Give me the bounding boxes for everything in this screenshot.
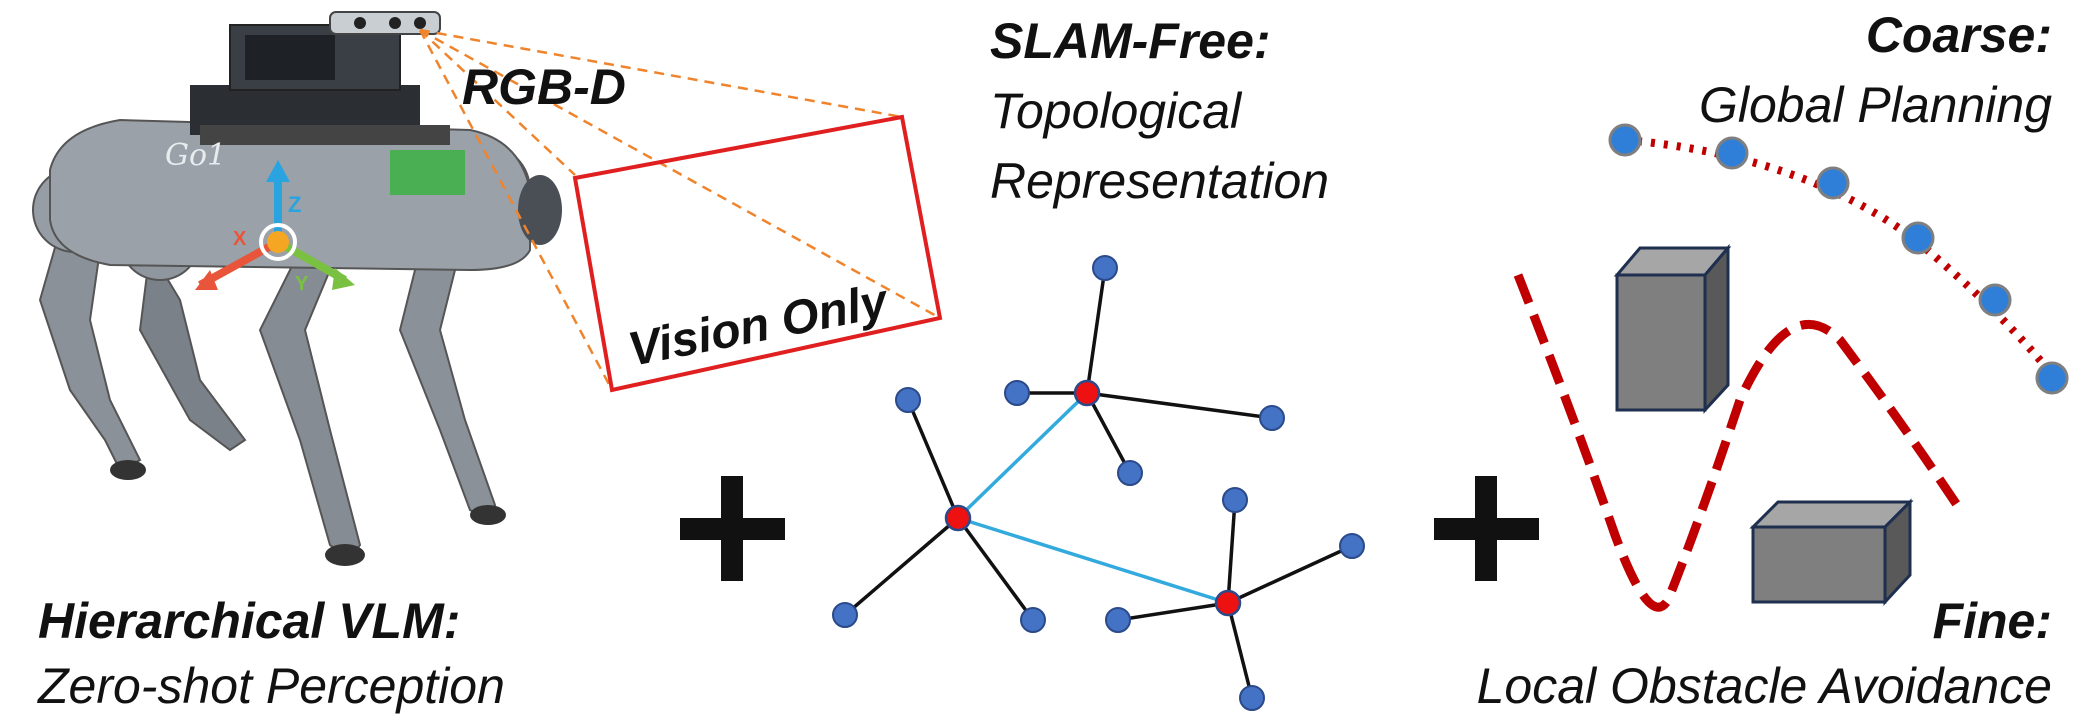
waypoint xyxy=(1816,166,1850,200)
plus-icon xyxy=(680,476,785,581)
hier-title: Hierarchical VLM: xyxy=(38,593,460,649)
hub-node xyxy=(1214,589,1242,617)
waypoint xyxy=(1978,283,2012,317)
waypoint xyxy=(2035,361,2069,395)
waypoint xyxy=(1715,136,1749,170)
coarse-subtitle: Global Planning xyxy=(1699,77,2052,133)
obstacle-box-icon xyxy=(1613,243,1732,414)
graph-node xyxy=(1259,405,1285,431)
rgbd-camera-icon xyxy=(329,11,441,35)
global-path xyxy=(1608,123,2069,395)
graph-node xyxy=(832,602,858,628)
graph-node xyxy=(1004,380,1030,406)
graph-node xyxy=(1117,460,1143,486)
coarse-title: Coarse: xyxy=(1866,7,2052,63)
vision-only-label: Vision Only xyxy=(624,274,894,377)
graph-node xyxy=(895,387,921,413)
rgbd-label: RGB-D xyxy=(462,59,626,115)
obstacle-box-icon xyxy=(1749,498,1914,606)
plus-icon xyxy=(1434,476,1539,581)
graph-node xyxy=(1020,607,1046,633)
image-frame xyxy=(572,114,943,393)
robot-logo: Go1 xyxy=(165,138,226,173)
hub-node xyxy=(944,504,972,532)
slam-title: SLAM-Free: xyxy=(990,13,1271,69)
fine-title: Fine: xyxy=(1933,593,2052,649)
axis-z-label: Z xyxy=(288,192,301,217)
graph-node xyxy=(1092,255,1118,281)
graph-node xyxy=(1105,607,1131,633)
axis-x-label: X xyxy=(233,228,247,250)
fine-subtitle: Local Obstacle Avoidance xyxy=(1477,658,2052,714)
topological-graph xyxy=(832,255,1365,711)
slam-subtitle-2: Representation xyxy=(990,153,1329,209)
waypoint xyxy=(1901,221,1935,255)
graph-node xyxy=(1339,533,1365,559)
hub-node xyxy=(1073,379,1101,407)
graph-node xyxy=(1239,685,1265,711)
quadruped-robot-icon: Go1 X Y Z xyxy=(32,11,562,566)
slam-subtitle-1: Topological xyxy=(990,83,1243,139)
axis-y-label: Y xyxy=(295,273,309,295)
graph-node xyxy=(1222,487,1248,513)
camera-frustum xyxy=(418,28,941,391)
waypoint xyxy=(1608,123,1642,157)
hier-subtitle: Zero-shot Perception xyxy=(37,658,505,714)
